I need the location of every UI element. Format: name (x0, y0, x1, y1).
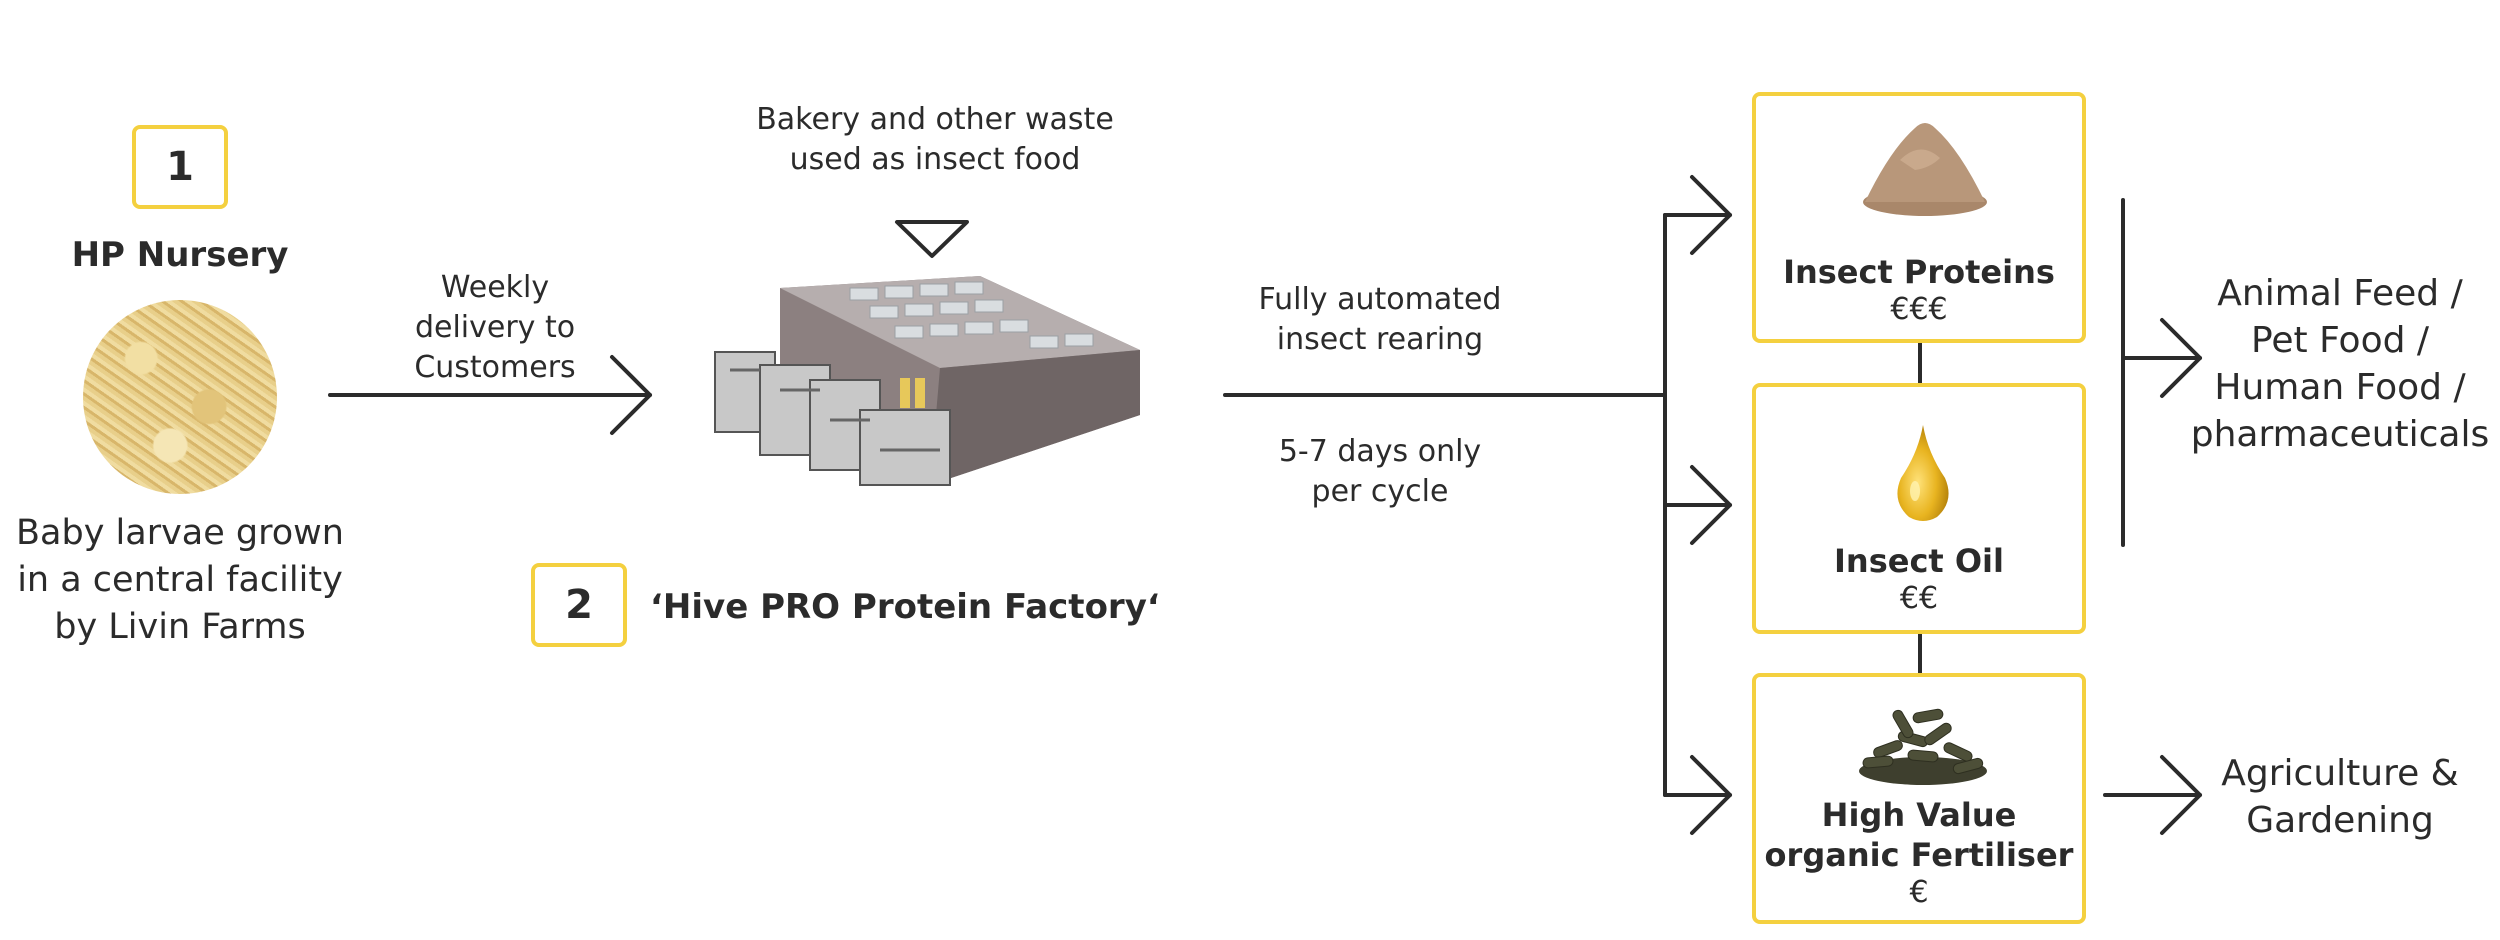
delivery-line: delivery to (414, 310, 576, 345)
protein-value: €€€ (1890, 292, 1948, 327)
food-input-label: Bakery and other waste used as insect fo… (735, 100, 1135, 180)
delivery-arrowhead (610, 355, 652, 435)
cycle-line: 5-7 days only (1278, 434, 1482, 469)
protein-title: Insect Proteins (1783, 253, 2055, 291)
cycle-label: 5-7 days only per cycle (1230, 432, 1530, 512)
food-uses-line: Human Food / (2214, 367, 2466, 408)
step2-title: ‘Hive PRO Protein Factory‘ (650, 587, 1160, 627)
step2-number-badge: 2 (531, 563, 627, 647)
step1-title: HP Nursery (71, 235, 289, 275)
product-card-protein: Insect Proteins €€€ (1752, 92, 2086, 343)
food-uses-label: Animal Feed / Pet Food / Human Food / ph… (2190, 270, 2490, 458)
cycle-line: per cycle (1311, 474, 1449, 509)
food-input-triangle (895, 220, 969, 258)
oil-value: €€ (1899, 581, 1939, 616)
fertiliser-title-line: organic Fertiliser (1764, 836, 2074, 874)
oil-drop-icon (1897, 425, 1949, 521)
food-uses-line: Animal Feed / (2217, 273, 2463, 314)
fertiliser-pellets-icon (1859, 708, 1987, 785)
protein-arrowhead (1690, 175, 1732, 255)
delivery-line: Customers (414, 350, 576, 385)
fertiliser-title: High Value organic Fertiliser (1756, 795, 2082, 875)
food-uses-arrowhead (2160, 318, 2202, 398)
delivery-line: Weekly (440, 270, 550, 305)
step2-number: 2 (565, 582, 593, 628)
food-line: Bakery and other waste (756, 102, 1114, 137)
rearing-label: Fully automated insect rearing (1230, 280, 1530, 360)
larvae-image (83, 300, 277, 494)
rearing-line: Fully automated (1258, 282, 1502, 317)
oil-arrowhead (1690, 465, 1732, 545)
delivery-label: Weekly delivery to Customers (390, 268, 600, 388)
step1-desc-line: by Livin Farms (54, 607, 306, 647)
product-card-fertiliser: High Value organic Fertiliser € (1752, 673, 2086, 924)
product-card-oil: Insect Oil €€ (1752, 383, 2086, 634)
agri-uses-line: Agriculture & (2221, 753, 2459, 794)
step1-description: Baby larvae grown in a central facility … (0, 510, 360, 651)
food-line: used as insect food (789, 142, 1081, 177)
fertiliser-title-line: High Value (1821, 796, 2017, 834)
fertiliser-value: € (1909, 875, 1929, 910)
step1-number: 1 (166, 144, 194, 190)
food-uses-line: pharmaceuticals (2190, 414, 2490, 455)
step1-desc-line: Baby larvae grown (16, 513, 344, 553)
agri-uses-label: Agriculture & Gardening (2190, 750, 2490, 844)
factory-illustration (714, 276, 1140, 486)
protein-powder-icon (1863, 123, 1987, 216)
agri-arrowhead (2160, 755, 2202, 835)
agri-uses-line: Gardening (2246, 800, 2434, 841)
rearing-line: insect rearing (1276, 322, 1484, 357)
step1-desc-line: in a central facility (17, 560, 343, 600)
step1-number-badge: 1 (132, 125, 228, 209)
oil-title: Insect Oil (1834, 542, 2004, 580)
fertiliser-arrowhead (1690, 755, 1732, 835)
food-uses-line: Pet Food / (2250, 320, 2430, 361)
